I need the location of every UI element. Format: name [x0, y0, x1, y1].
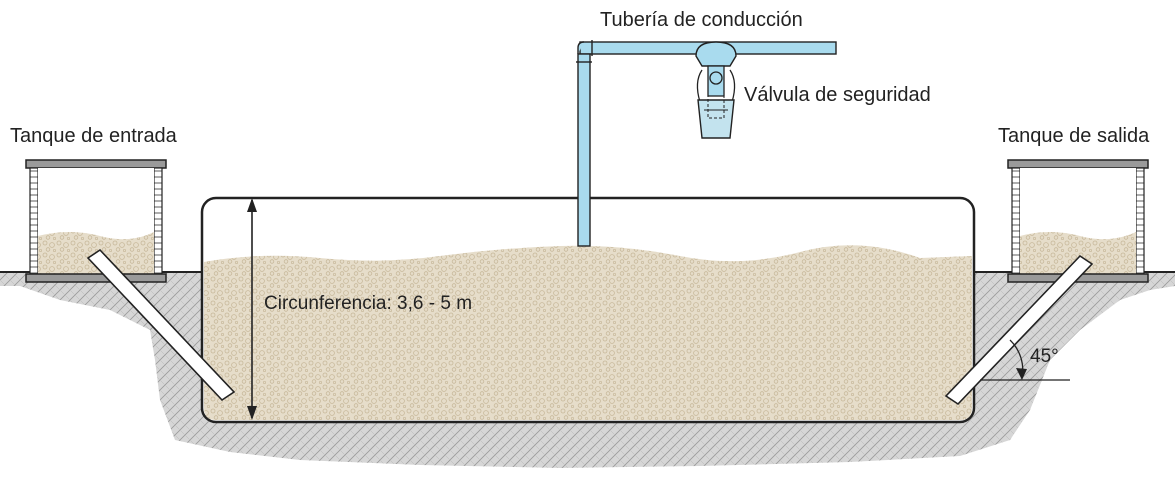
angle-indicator: [980, 339, 1070, 381]
inlet-tank-label: Tanque de entrada: [10, 125, 178, 147]
outlet-tank-label: Tanque de salida: [998, 125, 1150, 147]
inlet-tank: [25, 159, 167, 283]
circumference-label: Circunferencia: 3,6 - 5 m: [264, 293, 472, 314]
circumference-dimension: [247, 198, 257, 420]
angle-label: 45°: [1030, 346, 1059, 367]
safety-valve-icon: [695, 41, 737, 139]
safety-valve-label: Válvula de seguridad: [744, 84, 931, 106]
inlet-pipe: [86, 248, 236, 402]
conduction-pipe-label: Tubería de conducción: [600, 9, 803, 31]
outlet-pipe: [944, 254, 1094, 406]
